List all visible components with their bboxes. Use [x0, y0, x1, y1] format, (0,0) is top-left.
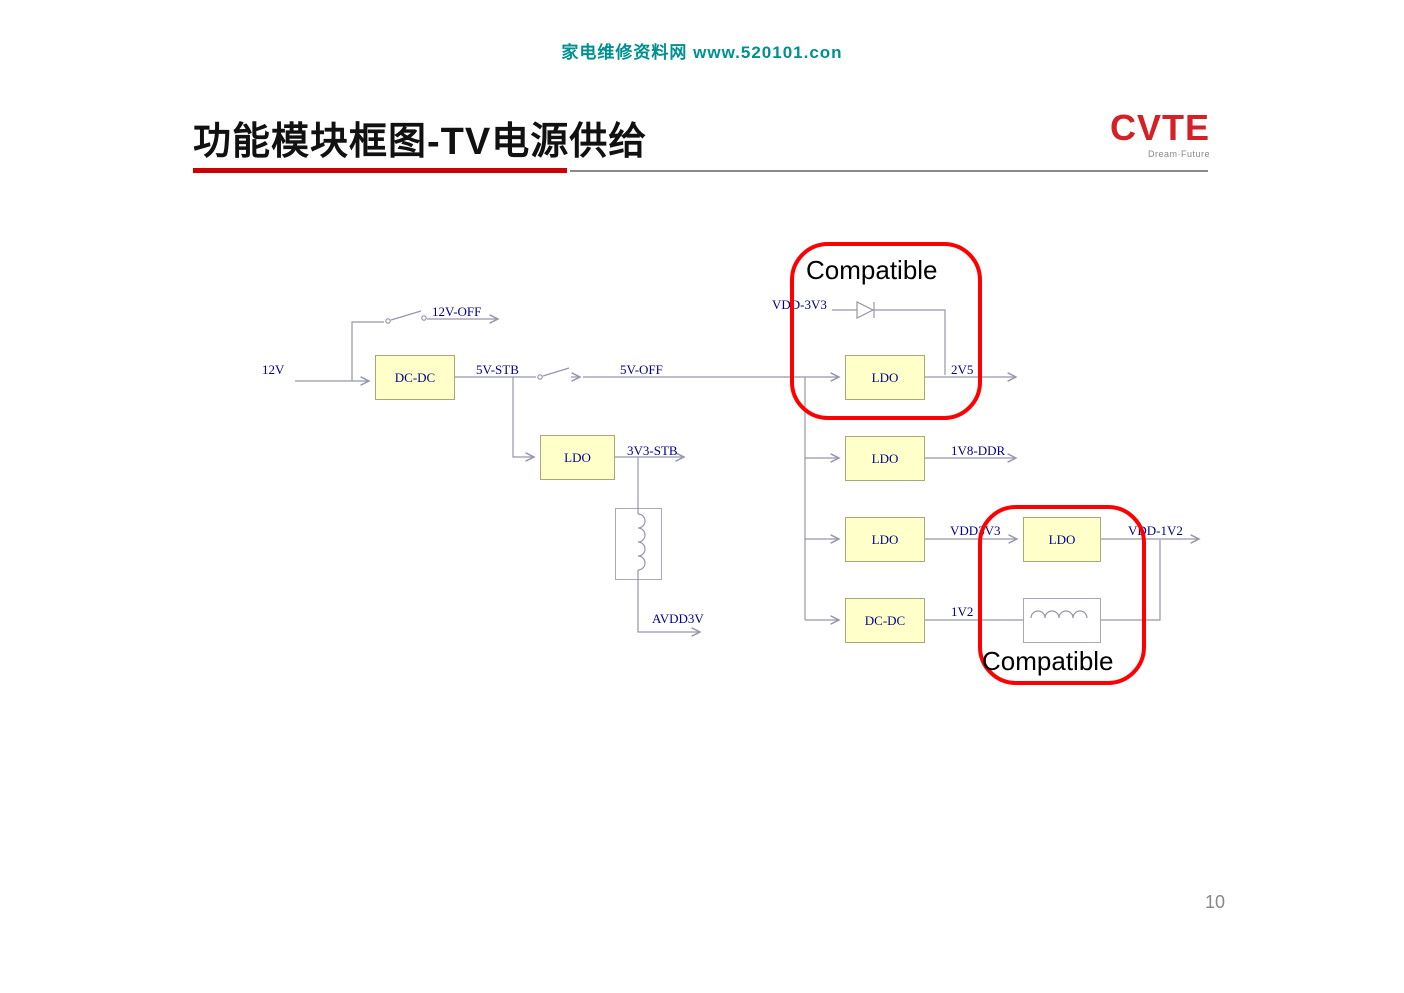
label-avdd3v: AVDD3V: [652, 611, 704, 626]
title-underline-gray: [570, 170, 1208, 172]
cvte-logo: CVTE Dream·Future: [1108, 107, 1212, 160]
label-vdd-1v2: VDD-1V2: [1128, 523, 1183, 538]
switch-5v-off-icon: [537, 367, 570, 380]
cvte-logo-text: CVTE: [1109, 107, 1210, 148]
label-12v: 12V: [262, 362, 285, 377]
label-12v-off: 12V-OFF: [432, 304, 482, 319]
compatible-label-top: Compatible: [806, 255, 938, 285]
label-vdd-3v3: VDD-3V3: [772, 297, 827, 312]
block-ldo-1v8: LDO: [845, 436, 925, 481]
label-5v-off: 5V-OFF: [620, 362, 663, 377]
page-title: 功能模块框图-TV电源供给: [193, 121, 648, 163]
label-vdd3v3-mid: VDD3V3: [950, 523, 1001, 538]
block-dcdc-1v2: DC-DC: [845, 598, 925, 643]
block-ldo-3v3: LDO: [845, 517, 925, 562]
inductor-box-vertical: [615, 508, 662, 580]
block-ldo-stb: LDO: [540, 435, 615, 480]
site-header-text: 家电维修资料网 www.520101.con: [561, 43, 843, 62]
page-number: 10: [1205, 892, 1226, 912]
label-1v2: 1V2: [951, 604, 974, 619]
block-ldo-2v5: LDO: [845, 355, 925, 400]
wire-inductor-to-vdd1v2: [1101, 540, 1161, 621]
cvte-logo-tagline: Dream·Future: [1147, 149, 1210, 159]
label-3v3-stb: 3V3-STB: [627, 443, 678, 458]
diode-icon: [856, 301, 875, 319]
wire-to-ldo-stb: [512, 377, 534, 457]
title-underline-red: [193, 168, 567, 173]
label-5v-stb: 5V-STB: [476, 362, 519, 377]
label-2v5: 2V5: [951, 362, 974, 377]
block-ldo-1v2: LDO: [1023, 517, 1101, 562]
inductor-box-horizontal: [1023, 598, 1101, 643]
label-1v8-ddr: 1V8-DDR: [951, 443, 1006, 458]
compatible-label-bottom: Compatible: [982, 646, 1114, 676]
switch-12v-off-icon: [385, 310, 427, 324]
block-dcdc-main: DC-DC: [375, 355, 455, 400]
